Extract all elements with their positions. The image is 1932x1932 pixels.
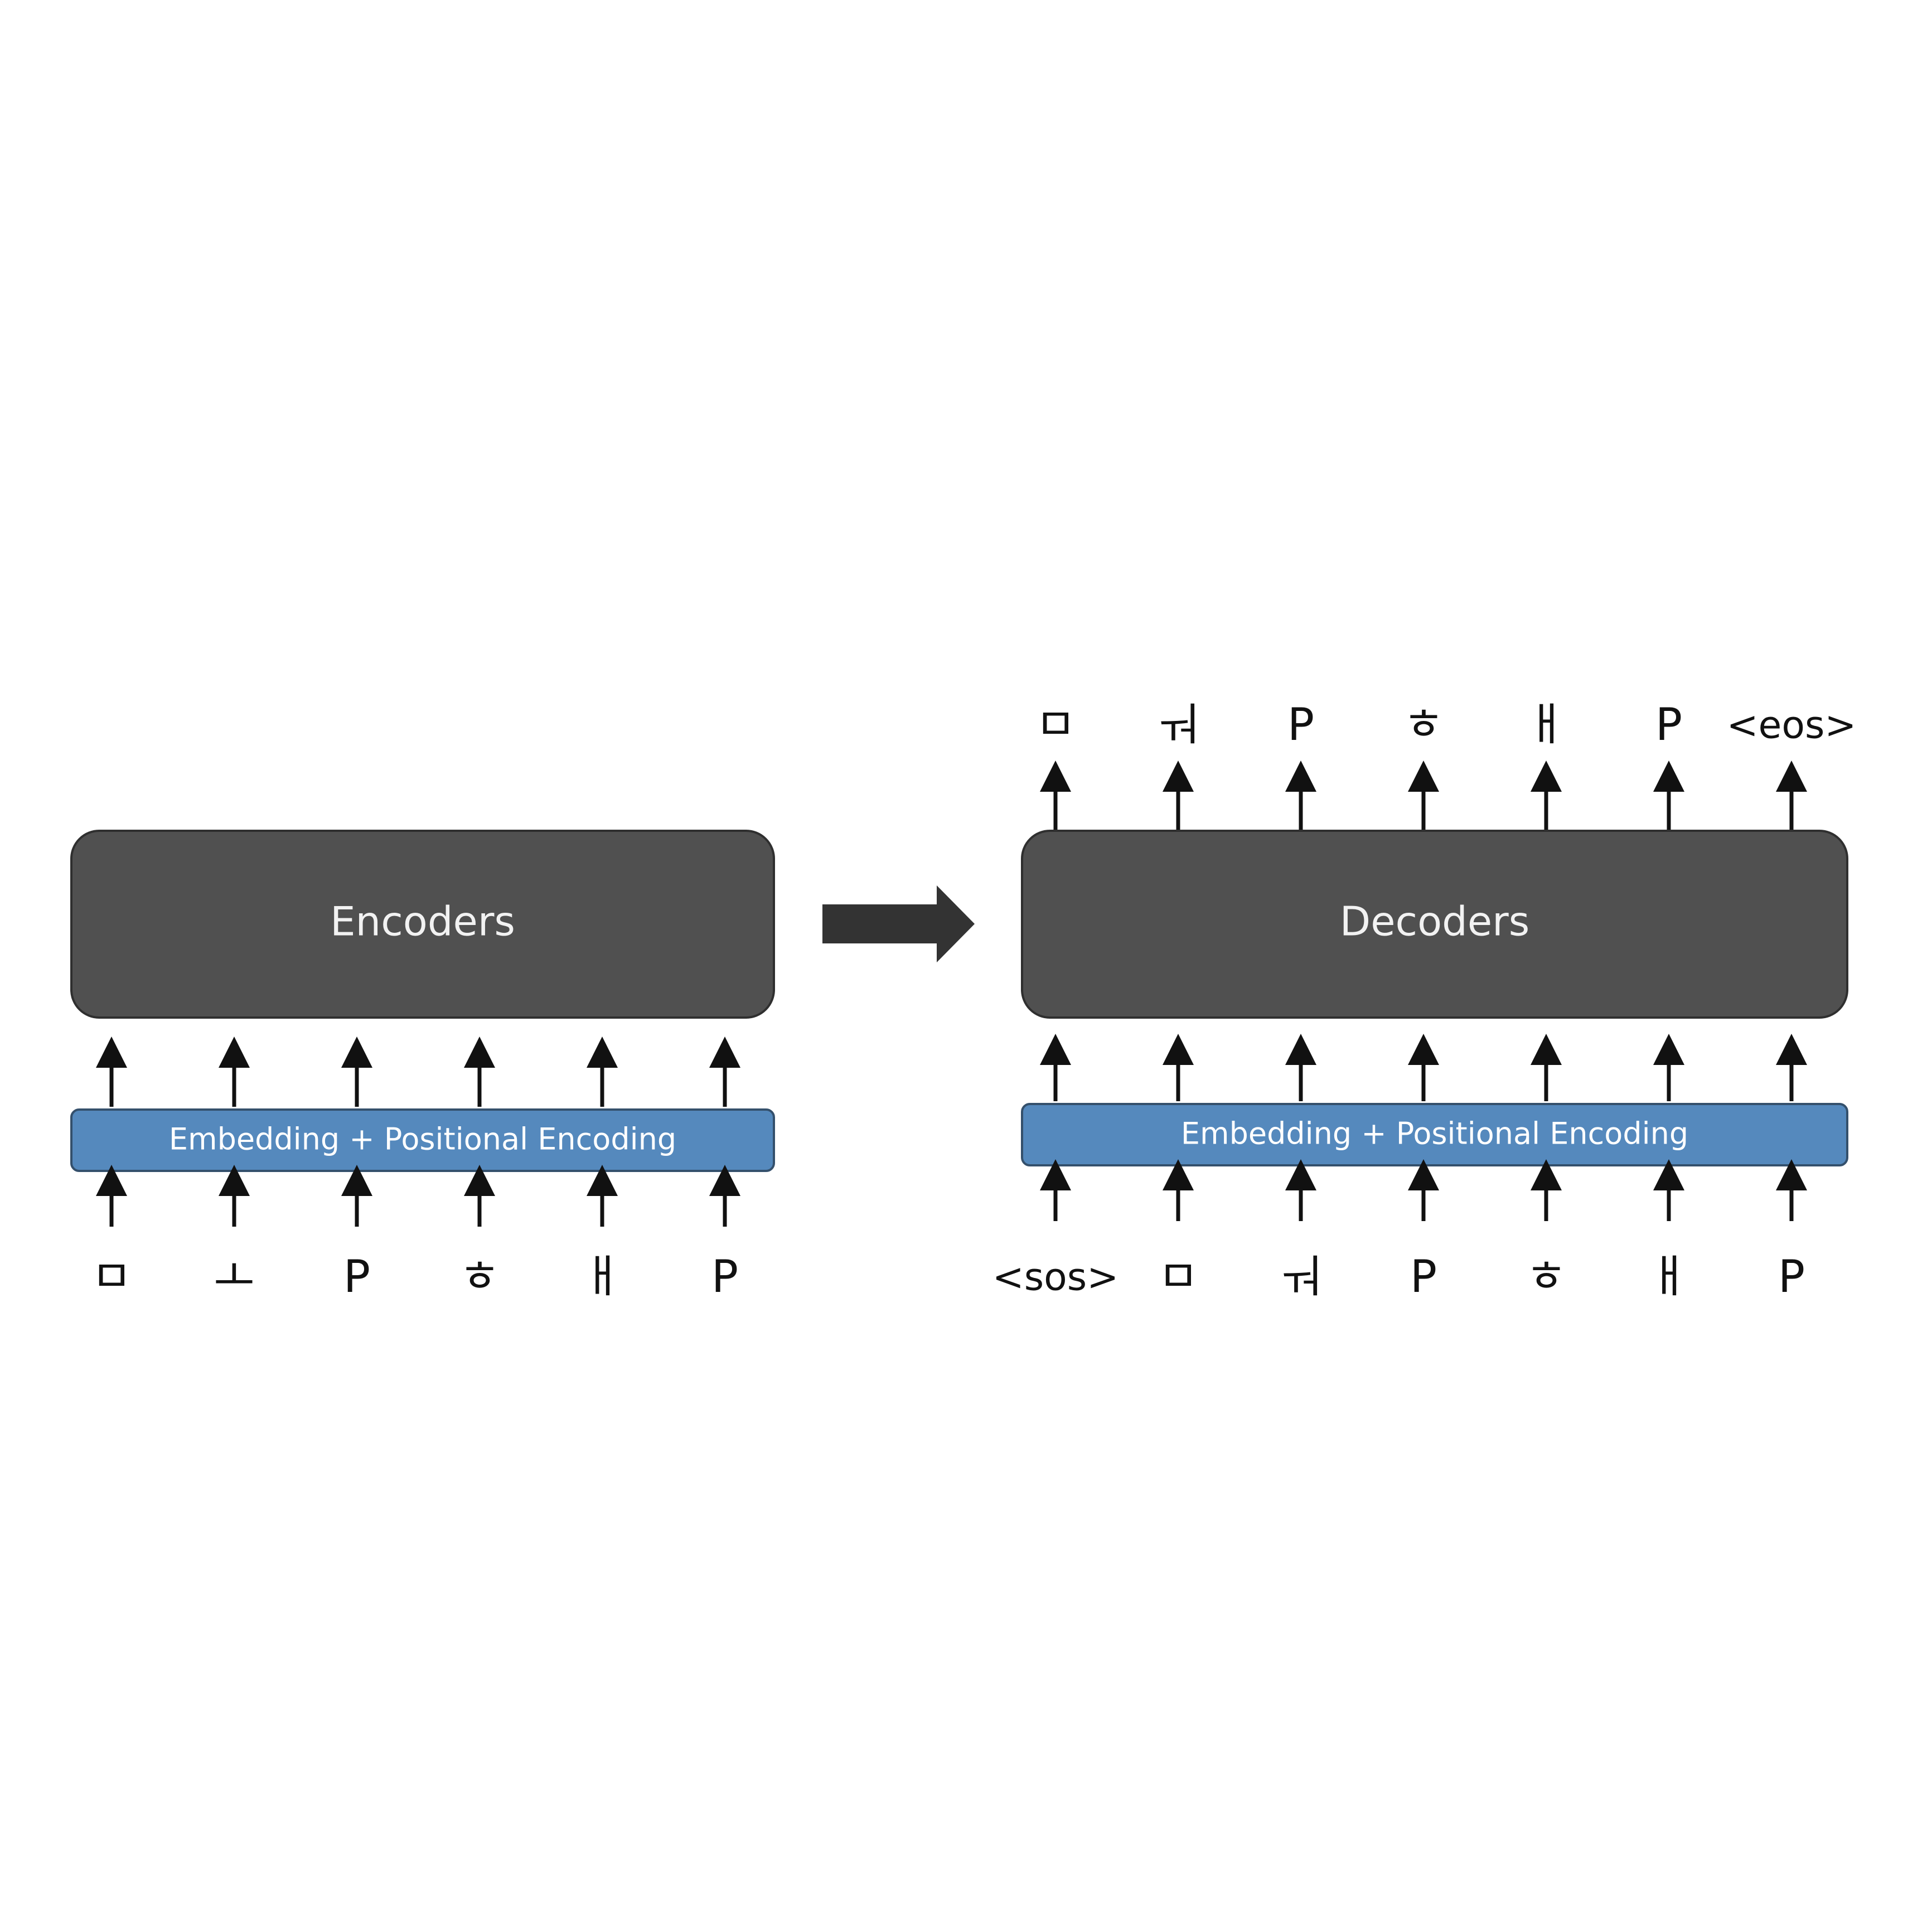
encoder-input-token: ㅁ bbox=[91, 1251, 132, 1302]
decoder-input-token: P bbox=[1778, 1251, 1805, 1302]
encoder-input-token: ㅗ bbox=[214, 1251, 255, 1302]
decoder-output-token: ㅎ bbox=[1403, 699, 1444, 750]
decoder-output-token: ㅁ bbox=[1035, 699, 1076, 750]
decoder-lower-arrows bbox=[1040, 1159, 1807, 1221]
encoder-input-token: P bbox=[343, 1251, 370, 1302]
encoder-input-tokens: ㅁㅗPㅎㅐP bbox=[91, 1251, 738, 1302]
decoder-input-token: ㅐ bbox=[1648, 1251, 1689, 1302]
decoder-input-tokens: <sos> ㅁ ㅝ P ㅎ ㅐ P bbox=[992, 1251, 1805, 1302]
encoder-input-token: ㅎ bbox=[459, 1251, 500, 1302]
right-arrow-icon bbox=[822, 885, 975, 962]
decoder-output-token: ㅐ bbox=[1526, 699, 1567, 750]
decoder-output-token: ㅝ bbox=[1158, 699, 1199, 750]
encoder-lower-arrows bbox=[96, 1165, 740, 1227]
decoder-output-token: P bbox=[1655, 699, 1682, 750]
decoder-upper-arrows bbox=[1040, 1034, 1807, 1101]
encoder-embedding-band bbox=[70, 1108, 775, 1172]
decoder-input-token: ㅁ bbox=[1158, 1251, 1199, 1302]
encoder-block-label: Encoders bbox=[330, 898, 515, 945]
encoder-input-token: P bbox=[711, 1251, 738, 1302]
encoder-upper-arrows bbox=[96, 1037, 740, 1107]
decoder-output-arrows bbox=[1040, 761, 1807, 830]
decoder-block bbox=[1021, 830, 1848, 1019]
decoder-input-token: P bbox=[1410, 1251, 1437, 1302]
encoder-input-token: ㅐ bbox=[582, 1251, 623, 1302]
decoder-embedding-label: Embedding + Positional Encoding bbox=[1181, 1116, 1688, 1151]
decoder-input-token: ㅝ bbox=[1280, 1251, 1321, 1302]
decoder-input-token: ㅎ bbox=[1526, 1251, 1567, 1302]
decoder-output-token: P bbox=[1287, 699, 1314, 750]
encoder-group: Encoders Embedding + Positional Encoding… bbox=[70, 830, 775, 1302]
encoder-embedding-label: Embedding + Positional Encoding bbox=[169, 1122, 676, 1157]
encoder-block bbox=[70, 830, 775, 1019]
decoder-input-token: <sos> bbox=[992, 1256, 1118, 1300]
decoder-output-tokens: ㅁ ㅝ P ㅎ ㅐ P <eos> bbox=[1035, 699, 1856, 750]
decoder-output-token: <eos> bbox=[1727, 704, 1857, 748]
decoder-block-label: Decoders bbox=[1340, 898, 1530, 945]
decoder-group: Decoders Embedding + Positional Encoding… bbox=[992, 699, 1857, 1302]
